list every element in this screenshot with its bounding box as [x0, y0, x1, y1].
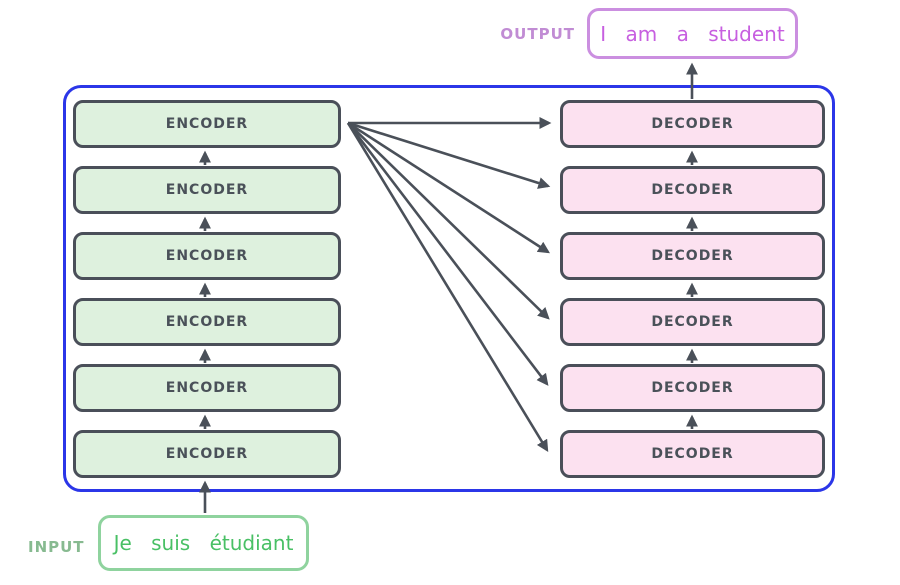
encoder-box-label: ENCODER	[165, 314, 249, 330]
encoder-box-label: ENCODER	[165, 182, 249, 198]
input-sentence-box: Je suis étudiant	[98, 515, 309, 571]
encoder-box-6: ENCODER	[73, 100, 341, 148]
encoder-box-label: ENCODER	[165, 248, 249, 264]
output-label: OUTPUT	[500, 25, 575, 43]
encoder-box-3: ENCODER	[73, 298, 341, 346]
decoder-box-label: DECODER	[651, 446, 734, 462]
output-sentence-text: I am a student	[600, 21, 785, 46]
encoder-box-5: ENCODER	[73, 166, 341, 214]
encoder-box-label: ENCODER	[165, 116, 249, 132]
input-label: INPUT	[28, 538, 85, 556]
decoder-box-label: DECODER	[651, 116, 734, 132]
decoder-box-6: DECODER	[560, 100, 825, 148]
decoder-box-label: DECODER	[651, 182, 734, 198]
output-sentence-box: I am a student	[587, 8, 798, 59]
encoder-box-2: ENCODER	[73, 364, 341, 412]
decoder-box-5: DECODER	[560, 166, 825, 214]
decoder-box-1: DECODER	[560, 430, 825, 478]
encoder-box-4: ENCODER	[73, 232, 341, 280]
encoder-box-label: ENCODER	[165, 380, 249, 396]
decoder-box-3: DECODER	[560, 298, 825, 346]
encoder-box-label: ENCODER	[165, 446, 249, 462]
decoder-box-label: DECODER	[651, 248, 734, 264]
input-sentence-text: Je suis étudiant	[113, 531, 294, 555]
decoder-box-2: DECODER	[560, 364, 825, 412]
decoder-box-label: DECODER	[651, 380, 734, 396]
decoder-box-label: DECODER	[651, 314, 734, 330]
decoder-box-4: DECODER	[560, 232, 825, 280]
encoder-box-1: ENCODER	[73, 430, 341, 478]
